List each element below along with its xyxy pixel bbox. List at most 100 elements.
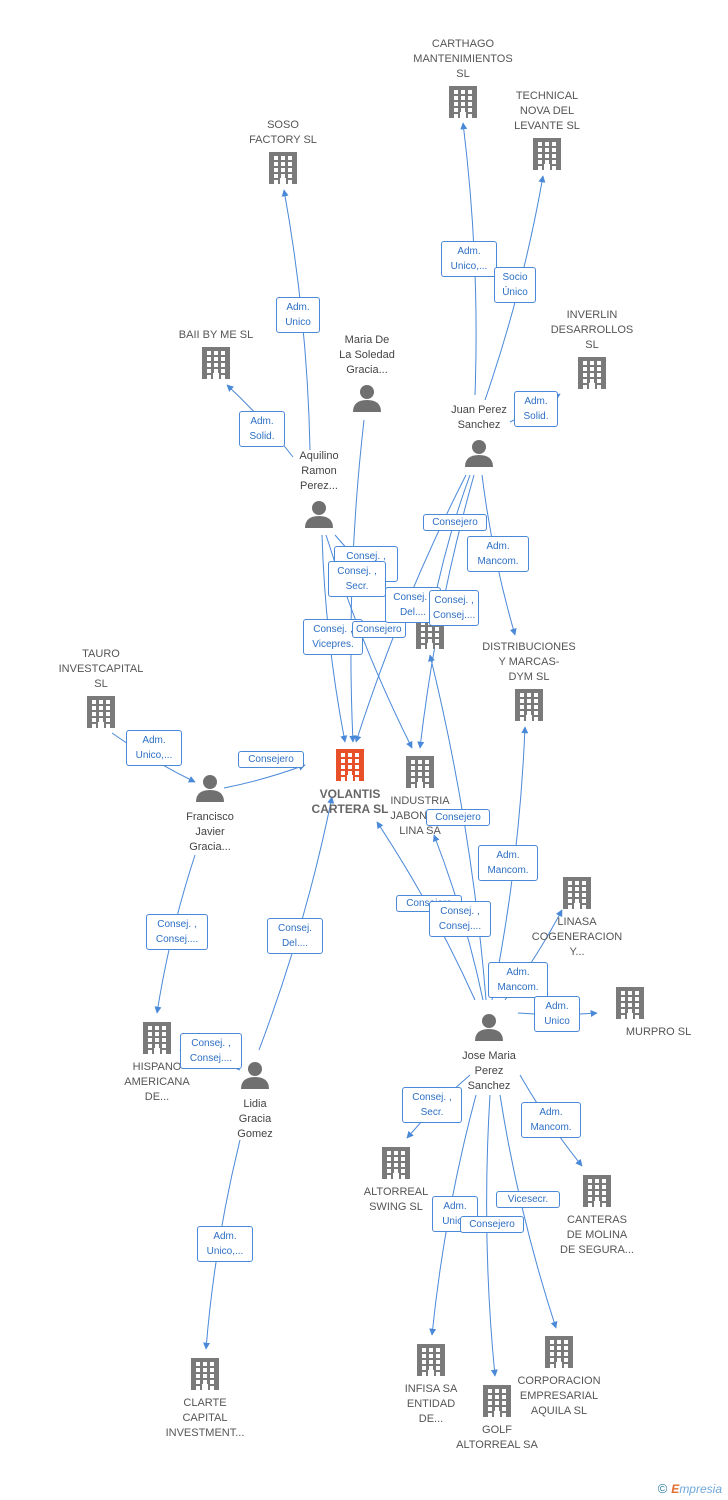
node-label-line: FACTORY SL — [249, 134, 317, 146]
building-icon-altorreal[interactable] — [382, 1147, 410, 1179]
building-icon-clarte[interactable] — [191, 1358, 219, 1390]
building-icon-hispano[interactable] — [143, 1022, 171, 1054]
building-icon-baii[interactable] — [202, 347, 230, 379]
edge-label-aquilino-baii[interactable]: Adm.Solid. — [239, 411, 285, 447]
edge-label-josemaria-unnamed[interactable]: Consejero — [426, 809, 490, 826]
node-label-line: DISTRIBUCIONES — [482, 641, 576, 653]
edge-label-josemaria-corporacion[interactable]: Vicesecr. — [496, 1191, 560, 1208]
edge-label-josemaria-golf[interactable]: Consejero — [460, 1216, 524, 1233]
building-icon-golf[interactable] — [483, 1385, 511, 1417]
node-label-line: AMERICANA — [124, 1076, 190, 1088]
person-icon-aquilino[interactable] — [305, 501, 333, 528]
node-label-line: DE... — [144, 1091, 170, 1103]
edge-label-lidia-hispano[interactable]: Consej. ,Consej.... — [180, 1033, 242, 1069]
edge-label-juan-volantis[interactable]: Consejero — [423, 514, 487, 531]
edge-label-juan-unnamed[interactable]: Consej. ,Consej.... — [429, 590, 480, 626]
edge-label-line: Unico,... — [450, 261, 488, 272]
building-icon-murpro[interactable] — [616, 987, 644, 1019]
edge-label-line: Único — [502, 287, 528, 298]
edge-label-line: Adm. — [457, 246, 481, 257]
edge-label-josemaria-murpro[interactable]: Adm.Unico — [534, 996, 580, 1032]
node-label-line: CARTHAGO — [431, 38, 495, 50]
person-icon-lidia[interactable] — [241, 1062, 269, 1089]
node-label-line: INVESTMENT... — [165, 1427, 245, 1439]
person-icon-juan[interactable] — [465, 440, 493, 467]
edge-label-lidia-clarte[interactable]: Adm.Unico,... — [197, 1226, 253, 1262]
node-label-hispano[interactable]: HISPANO AMERICANA DE... — [124, 1060, 189, 1105]
building-icon-canteras[interactable] — [583, 1175, 611, 1207]
building-icon-soso[interactable] — [269, 152, 297, 184]
person-icon-francisco[interactable] — [196, 775, 224, 802]
edge-label-josemaria-infisa[interactable]: Adm.Unico — [432, 1196, 478, 1232]
edge-label-line: Consejero — [432, 517, 478, 528]
edge-label-line: Mancom. — [530, 1122, 572, 1133]
person-icon-josemaria[interactable] — [475, 1014, 503, 1041]
edge-label-josemaria-altorreal[interactable]: Consej. ,Secr. — [402, 1087, 462, 1123]
node-label-baii[interactable]: BAII BY ME SL — [179, 328, 253, 343]
node-label-line: Maria De — [344, 334, 390, 346]
node-label-line: CAPITAL — [182, 1412, 228, 1424]
brand-name: mpresia — [679, 1482, 722, 1496]
brand-footer[interactable]: ©Empresia — [658, 1481, 722, 1496]
edge-label-line: Adm. — [524, 396, 548, 407]
edge-label-josemaria-distrib[interactable]: Adm.Mancom. — [478, 845, 538, 881]
person-icon-maria[interactable] — [353, 385, 381, 412]
edge-label-line: Mancom. — [477, 556, 519, 567]
edge-label-tauro-francisco[interactable]: Adm.Unico,... — [126, 730, 182, 766]
edge-label-josemaria-industria[interactable]: Consej. ,Consej.... — [429, 901, 491, 937]
building-icon-corporacion[interactable] — [545, 1336, 573, 1368]
building-icon-inverlin[interactable] — [578, 357, 606, 389]
edge-label-josemaria-linasa[interactable]: Adm.Mancom. — [488, 962, 548, 998]
building-icon-distrib[interactable] — [515, 689, 543, 721]
building-icon-carthago[interactable] — [449, 86, 477, 118]
edge-label-juan-distrib[interactable]: Adm.Mancom. — [467, 536, 529, 572]
edge-label-juan-carthago[interactable]: Adm. Unico,... — [441, 241, 497, 277]
edge-label-line: Consej. , — [393, 592, 433, 603]
edge-label-josemaria-canteras[interactable]: Adm. Mancom. — [521, 1102, 581, 1138]
edge-label-francisco-hispano[interactable]: Consej. ,Consej.... — [146, 914, 208, 950]
edge-label-aquilino-unnamed[interactable]: Consej. ,Secr. — [328, 561, 386, 597]
edge-label-line: Adm. — [539, 1107, 563, 1118]
building-icon-industria[interactable] — [406, 756, 434, 788]
edge-label-juan-inverlin[interactable]: Adm.Solid. — [514, 391, 558, 427]
node-label-line: Gracia... — [189, 841, 231, 853]
building-icon-linasa[interactable] — [563, 877, 591, 909]
node-label-murpro[interactable]: MURPRO SL — [626, 1025, 691, 1040]
edge-label-aquilino-soso[interactable]: Adm.Unico — [276, 297, 320, 333]
edge-label-line: Consej. , — [313, 624, 353, 635]
building-icon-volantis[interactable] — [336, 749, 364, 781]
edge-label-line: Consej. , — [346, 551, 386, 562]
edge-josemaria-to-golf — [486, 1094, 498, 1377]
edge-label-francisco-volantis[interactable]: Consejero — [238, 751, 304, 768]
node-label-line: MANTENIMIENTOS — [413, 53, 513, 65]
building-icon-infisa[interactable] — [417, 1344, 445, 1376]
edge-label-maria-volantis[interactable]: Consejero — [352, 621, 406, 638]
building-icon-technical[interactable] — [533, 138, 561, 170]
edge-label-lidia-volantis[interactable]: Consej.Del.... — [267, 918, 323, 954]
building-icon-tauro[interactable] — [87, 696, 115, 728]
node-label-line: Francisco — [186, 811, 234, 823]
node-label-line: INDUSTRIA — [390, 795, 450, 807]
node-label-line: HISPANO — [132, 1061, 182, 1073]
